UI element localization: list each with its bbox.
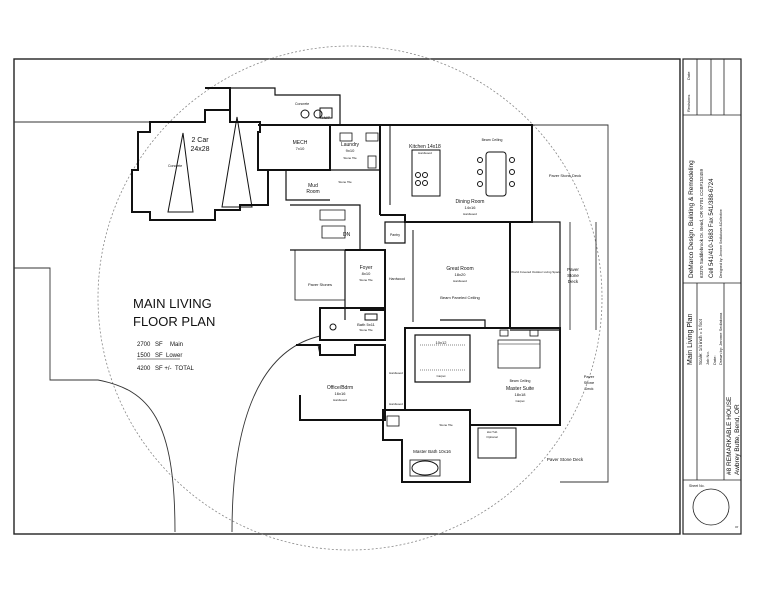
stair-dn-label: DN — [343, 232, 351, 238]
title-block-grid — [683, 59, 741, 526]
master-size: 18x18 — [515, 392, 527, 397]
garage-label: 2 Car — [191, 137, 209, 144]
designed-by: Designed by: Jerome Sedlakova &Collectiv… — [719, 209, 723, 278]
dining-floor: Hardwood — [463, 212, 477, 216]
office-size: 16x16 — [335, 391, 347, 396]
sheet-date: Date: — [712, 355, 717, 365]
hall-floor-3: Hardwood — [389, 402, 403, 406]
laundry-size: 9x10 — [346, 148, 355, 153]
master-bath-label: Master Bath 10x16 — [413, 449, 451, 454]
mech-room — [205, 87, 341, 171]
company-name: DeMarco Design, Building & Remodeling — [688, 160, 695, 278]
hot-tub-label: Hot Tub — [487, 430, 498, 434]
area-lower-unit: SF — [155, 353, 163, 359]
hot-tub-sub: Optional — [486, 435, 498, 439]
closet-label: 10x12 — [436, 340, 448, 345]
covered-living-label: World Covered Outdoor Living Space — [511, 270, 561, 274]
paver-deck-right-sub: Stone — [567, 273, 579, 278]
paver-deck-bottom-label: Paver Stone Deck — [547, 457, 584, 462]
drawn-by: Drawn by: Jerome Sedlakova — [718, 312, 723, 365]
area-main-label: Main — [170, 342, 183, 348]
paver-deck-se-sub: Stone — [584, 380, 595, 385]
paver-deck-se-sub2: Deck — [584, 386, 593, 391]
paver-deck-right-label: Paver — [567, 267, 579, 272]
bath-label: Bath 5x11 — [357, 322, 375, 327]
kitchen-dining — [380, 124, 533, 223]
laundry-floor: Stone Tile — [343, 156, 357, 160]
paver-stones-label: Paver Stones — [308, 282, 332, 287]
paver-deck-right-sub2: Deck — [568, 279, 579, 284]
garage-size: 24x28 — [190, 146, 209, 153]
hall-floor-2: Hardwood — [389, 371, 403, 375]
foyer-label: Foyer — [360, 265, 373, 271]
site-lines — [14, 121, 609, 533]
company-address: 63370 Saddlebrook Dr. Bend, OR 97701 CCB… — [699, 168, 704, 278]
master-label: Master Suite — [506, 386, 534, 392]
job-no: Job No. — [705, 351, 710, 365]
revisions-label: Revisions — [686, 95, 691, 112]
paver-deck-se-label: Paver — [584, 374, 595, 379]
bath-office — [296, 307, 386, 421]
site-circle — [97, 45, 603, 551]
area-main-unit: SF — [155, 342, 163, 348]
great-room-label: Great Room — [446, 266, 473, 272]
concrete-label-1: Concrete — [168, 164, 182, 168]
foyer-floor: Stone Tile — [359, 278, 373, 282]
mud-room-label: Mud — [308, 183, 318, 189]
date-label: Date — [686, 71, 691, 80]
plan-title-line2: FLOOR PLAN — [133, 314, 215, 329]
company-phone: Cell 541/410-1683 Fax 541/388-6724 — [709, 178, 715, 278]
office-floor: Hardwood — [333, 398, 347, 402]
pantry-label: Pantry — [390, 233, 400, 237]
great-room — [405, 221, 561, 331]
master-ceiling: Beam Ceiling — [510, 379, 531, 383]
great-room-floor: Hardwood — [453, 279, 467, 283]
master-bath-floor: Stone Tile — [439, 423, 453, 427]
area-total-unit: SF +/- — [155, 366, 172, 372]
great-room-ceiling: Beam Paneled Ceiling — [440, 295, 480, 300]
kitchen-floor: Hardwood — [418, 151, 432, 155]
master-bath — [382, 409, 517, 483]
closet-floor: Carpet — [436, 374, 445, 378]
kitchen-ceiling: Beam Ceiling — [482, 138, 503, 142]
area-total-value: 4200 — [137, 366, 151, 372]
concrete-label-2: Concrete — [295, 102, 309, 106]
kitchen-label: Kitchen 14x18 — [409, 144, 441, 150]
laundry-label: Laundry — [341, 142, 360, 148]
master-floor: Carpet — [515, 399, 524, 403]
paver-deck-top-label: Paver Stone Deck — [549, 173, 581, 178]
foyer-size: 8x10 — [362, 271, 371, 276]
great-room-size: 18x20 — [455, 272, 467, 277]
area-main-value: 2700 — [137, 342, 151, 348]
sheet-of-label: Of — [735, 525, 738, 529]
dining-label: Dining Room — [456, 199, 485, 205]
project-name: #8 REMARKABLE HOUSE — [726, 396, 733, 475]
garage — [131, 109, 269, 221]
sheet-no-label: Sheet No. — [689, 484, 705, 488]
plan-title-line1: MAIN LIVING — [133, 296, 212, 311]
mud-room-floor: Stone Tile — [338, 180, 352, 184]
sheet-title: Main Living Plan — [687, 314, 694, 365]
area-table: 2700 SF Main 1500 SF Lower 4200 SF +/- T… — [137, 342, 194, 372]
area-lower-value: 1500 — [137, 353, 151, 359]
mud-room-sub: Room — [306, 189, 319, 195]
area-lower-label: Lower — [166, 353, 182, 359]
office-label: Office/Bdrm — [327, 385, 353, 391]
title-block-border — [682, 58, 742, 535]
mech-size: 7x10 — [296, 146, 305, 151]
bath-floor: Stone Tile — [359, 328, 373, 332]
sheet-scale: Scale: 1/4 inch = 1 foot — [698, 318, 703, 365]
hwp-label: HWP — [322, 116, 331, 120]
area-total-label: TOTAL — [175, 366, 194, 372]
mech-label: MECH — [293, 140, 308, 146]
project-location: Awbrey Butte, Bend, OR — [734, 404, 741, 475]
hall-floor-label: Hardwood — [389, 277, 405, 281]
title-block-text: Revisions Date DeMarco Design, Building … — [686, 71, 741, 529]
dining-size: 14x16 — [465, 205, 477, 210]
drawing-border — [13, 58, 681, 535]
